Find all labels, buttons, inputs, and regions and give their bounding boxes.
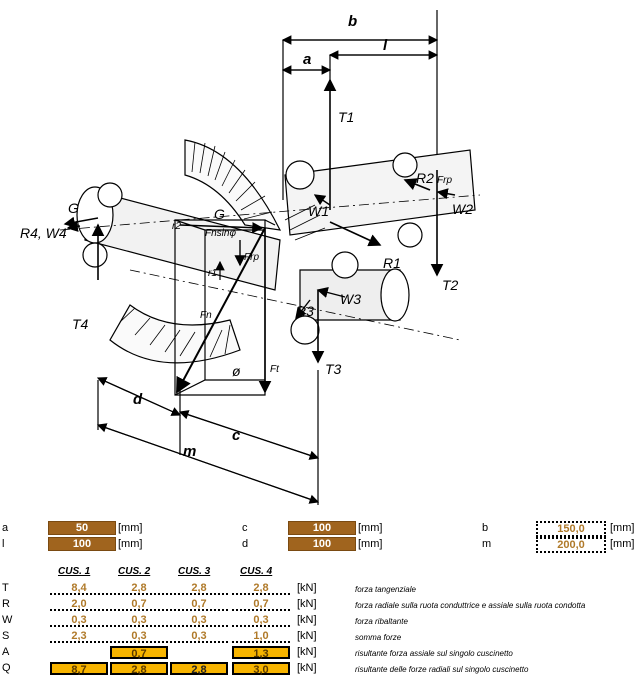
row-Q-name: Q [2,662,11,674]
param-l-name: l [2,538,5,550]
cell-W-cus-1[interactable]: 0,3 [50,614,108,627]
bevel-gear-force-diagram: b a l c d m T1 T2 T3 T4 R1 R2 R3 R4, W4 … [20,10,481,505]
dim-c-label: c [232,427,241,444]
cell-W-cus-4[interactable]: 0,3 [232,614,290,627]
param-d-unit: [mm] [358,538,383,550]
angle-phi-label: ø [232,363,241,379]
cell-T-cus-3[interactable]: 2,8 [170,582,228,595]
dim-d-label: d [133,391,143,408]
cell-Q-cus-3[interactable]: 2,8 [170,662,228,676]
force-G-center-label: G [214,206,225,222]
cell-Q-cus-4[interactable]: 3,0 [232,662,290,676]
column-header-cus-4: CUS. 4 [240,566,273,577]
force-Fnsin-label: Fnsinφ [205,228,236,239]
column-header-cus-1: CUS. 1 [58,566,91,577]
dim-m-label: m [183,443,196,460]
cell-A-cus-2[interactable]: 0,7 [110,646,168,660]
cell-R-cus-4[interactable]: 0,7 [232,598,290,611]
cell-W-cus-2[interactable]: 0,3 [110,614,168,627]
cell-T-cus-1[interactable]: 8,4 [50,582,108,595]
cell-T-cus-2[interactable]: 2,8 [110,582,168,595]
row-A-name: A [2,646,10,658]
row-R-name: R [2,598,10,610]
force-Frp-right-label: Frp [437,175,452,186]
cell-S-cus-4[interactable]: 1,0 [232,630,290,643]
row-Q-unit: [kN] [297,662,317,674]
row-T-unit: [kN] [297,582,317,594]
row-A-description: risultante forza assiale sul singolo cus… [355,649,513,658]
cell-Q-cus-2[interactable]: 2,8 [110,662,168,676]
force-G-left-label: G [68,200,79,216]
row-S-description: somma forze [355,633,402,642]
param-c-value[interactable]: 100 [288,521,356,535]
param-m-value[interactable]: 200,0 [536,537,606,553]
param-a-value[interactable]: 50 [48,521,116,535]
cell-R-cus-1[interactable]: 2,0 [50,598,108,611]
force-T3-label: T3 [325,361,342,377]
param-l-value[interactable]: 100 [48,537,116,551]
param-m-name: m [482,538,492,550]
cell-S-cus-1[interactable]: 2,3 [50,630,108,643]
param-b-unit: [mm] [610,522,635,534]
row-S-unit: [kN] [297,630,317,642]
radius-r1-label: r1 [208,268,217,279]
row-S-name: S [2,630,10,642]
cell-R-cus-2[interactable]: 0,7 [110,598,168,611]
cell-S-cus-3[interactable]: 0,3 [170,630,228,643]
row-T-description: forza tangenziale [355,585,416,594]
force-W1-label: W1 [308,203,329,219]
cell-Q-cus-1[interactable]: 8,7 [50,662,108,676]
force-Ft-label: Ft [270,364,280,375]
dim-l-label: l [383,37,388,54]
force-T2-label: T2 [442,277,459,293]
force-Frp-label: Frp [244,252,259,263]
cell-T-cus-4[interactable]: 2,8 [232,582,290,595]
column-header-cus-2: CUS. 2 [118,566,151,577]
cell-A-cus-1[interactable] [50,646,108,659]
param-b-name: b [482,522,489,534]
param-a-unit: [mm] [118,522,143,534]
param-c-name: c [242,522,248,534]
cell-R-cus-3[interactable]: 0,7 [170,598,228,611]
force-Fn-label: Fn [200,310,212,321]
force-R2-label: R2 [416,170,434,186]
row-A-unit: [kN] [297,646,317,658]
dim-b-label: b [348,13,357,30]
row-W-description: forza ribaltante [355,617,408,626]
force-R4W4-label: R4, W4 [20,225,67,241]
row-R-unit: [kN] [297,598,317,610]
force-W3-label: W3 [340,291,361,307]
param-m-unit: [mm] [610,538,635,550]
cell-A-cus-3[interactable] [170,646,228,659]
force-R3-label: R3 [296,303,314,319]
radius-r2-label: r2 [172,221,181,232]
row-Q-description: risultante delle forze radiali sul singo… [355,665,529,674]
row-W-unit: [kN] [297,614,317,626]
cell-W-cus-3[interactable]: 0,3 [170,614,228,627]
param-a-name: a [2,522,9,534]
row-W-name: W [2,614,13,626]
column-header-cus-3: CUS. 3 [178,566,211,577]
param-b-value[interactable]: 150,0 [536,521,606,537]
cell-S-cus-2[interactable]: 0,3 [110,630,168,643]
dim-a-label: a [303,51,311,68]
force-T1-label: T1 [338,109,354,125]
param-c-unit: [mm] [358,522,383,534]
cell-A-cus-4[interactable]: 1,3 [232,646,290,660]
param-d-name: d [242,538,249,550]
param-l-unit: [mm] [118,538,143,550]
force-T4-label: T4 [72,316,89,332]
force-R1-label: R1 [383,255,401,271]
row-R-description: forza radiale sulla ruota conduttrice e … [355,601,586,610]
force-W2-label: W2 [452,201,473,217]
row-T-name: T [2,582,9,594]
param-d-value[interactable]: 100 [288,537,356,551]
